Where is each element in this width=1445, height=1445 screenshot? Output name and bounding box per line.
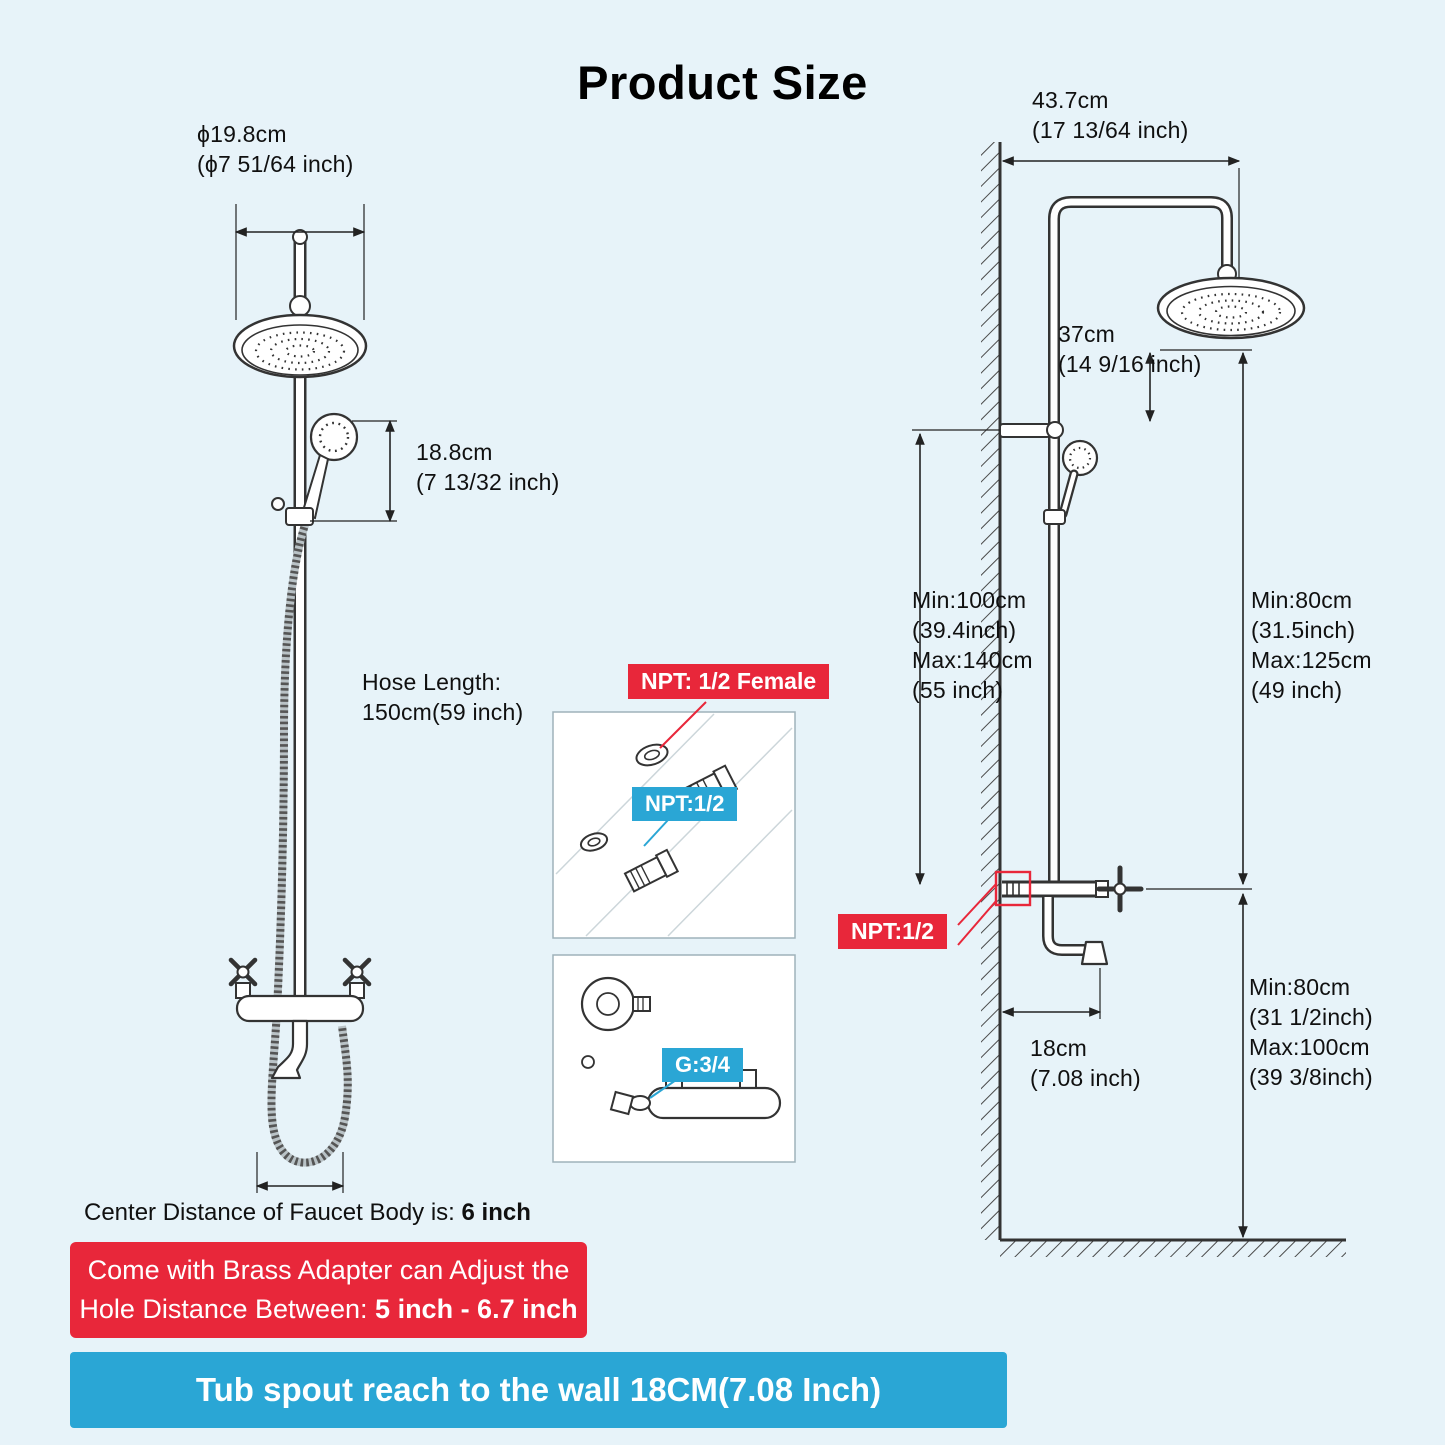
rain-shower-head-wall: [1156, 276, 1306, 340]
dim-min: Min:80cm: [1249, 974, 1351, 1000]
dim-valve-height: Min:80cm (31 1/2inch) Max:100cm (39 3/8i…: [1249, 973, 1373, 1093]
dim-max-inch: (55 inch): [912, 676, 1004, 703]
dim-value: 150cm(59 inch): [362, 698, 524, 725]
dim-min-inch: (39.4inch): [912, 616, 1017, 643]
dim-value-inch: (7 13/32 inch): [416, 468, 560, 495]
banner-line2-bold: 5 inch - 6.7 inch: [375, 1294, 578, 1325]
dim-max-inch: (49 inch): [1251, 676, 1343, 703]
rain-shower-head: [232, 313, 368, 379]
dim-head-drop: 37cm (14 9/16 inch): [1058, 320, 1201, 380]
npt-half-blue-badge: NPT:1/2: [632, 787, 738, 821]
dim-max: Max:140cm: [912, 646, 1033, 673]
dim-arm-reach: 43.7cm (17 13/64 inch): [1032, 86, 1188, 146]
banner-line1: Come with Brass Adapter can Adjust the: [87, 1255, 570, 1285]
dim-hand-shower-height: 18.8cm (7 13/32 inch): [416, 438, 559, 498]
dim-value: 37cm: [1058, 321, 1116, 347]
banner-line2: Hole Distance Between: 5 inch - 6.7 inch: [76, 1290, 581, 1329]
banner-line2-text: Hole Distance Between:: [79, 1294, 376, 1325]
brass-adapter-banner: Come with Brass Adapter can Adjust the H…: [70, 1242, 587, 1339]
inset-thread-detail: [552, 701, 796, 939]
dim-min-inch: (31.5inch): [1251, 616, 1356, 643]
caption-bold: 6 inch: [461, 1199, 531, 1226]
dim-value-inch: (7.08 inch): [1030, 1064, 1141, 1091]
dim-min: Min:100cm: [912, 587, 1027, 613]
hand-shower: [271, 412, 359, 526]
dim-max-inch: (39 3/8inch): [1249, 1063, 1373, 1090]
hand-shower-wall: [1043, 439, 1099, 525]
floor-hatching: [1000, 1240, 1346, 1257]
center-distance-caption: Center Distance of Faucet Body is: 6 inc…: [84, 1199, 531, 1227]
wall-bracket: [999, 423, 1051, 438]
npt-half-female-badge: NPT: 1/2 Female: [628, 664, 830, 699]
wall-shower-drawing: [957, 142, 1346, 1257]
valve-and-spout: [1002, 865, 1144, 966]
dim-min: Min:80cm: [1251, 587, 1353, 613]
dim-value: 43.7cm: [1032, 87, 1109, 113]
tub-spout-banner: Tub spout reach to the wall 18CM(7.08 In…: [70, 1352, 1007, 1428]
dim-value: 18.8cm: [416, 439, 493, 465]
ball-joint: [289, 295, 311, 317]
dim-value-inch: (17 13/64 inch): [1032, 116, 1189, 143]
dim-spout-reach: 18cm (7.08 inch): [1030, 1034, 1141, 1094]
dim-max: Max:100cm: [1249, 1033, 1370, 1060]
npt-half-red-badge: NPT:1/2: [838, 914, 948, 949]
left-shower-drawing: [228, 229, 372, 1167]
dimension-lines: [234, 156, 1252, 1239]
page-title: Product Size: [577, 56, 868, 109]
dim-head-to-valve: Min:80cm (31.5inch) Max:125cm (49 inch): [1251, 586, 1372, 706]
dim-riser-height: Min:100cm (39.4inch) Max:140cm (55 inch): [912, 586, 1033, 706]
dim-min-inch: (31 1/2inch): [1249, 1003, 1373, 1030]
wall-hatching: [981, 142, 1000, 1240]
dim-head-diameter: ϕ19.8cm (ϕ7 51/64 inch): [197, 120, 354, 180]
dim-max: Max:125cm: [1251, 646, 1372, 673]
dim-value-inch: (14 9/16 inch): [1058, 350, 1202, 377]
dim-value-inch: (ϕ7 51/64 inch): [197, 150, 354, 177]
g-three-quarter-badge: G:3/4: [662, 1048, 744, 1082]
faucet-body: [228, 957, 372, 1080]
dim-value: 18cm: [1030, 1035, 1088, 1061]
dim-hose-length: Hose Length: 150cm(59 inch): [362, 668, 523, 728]
dim-value: ϕ19.8cm: [197, 121, 287, 147]
npt-highlight-box: [994, 870, 1032, 907]
dim-label: Hose Length:: [362, 669, 502, 695]
caption-text: Center Distance of Faucet Body is:: [84, 1199, 462, 1226]
